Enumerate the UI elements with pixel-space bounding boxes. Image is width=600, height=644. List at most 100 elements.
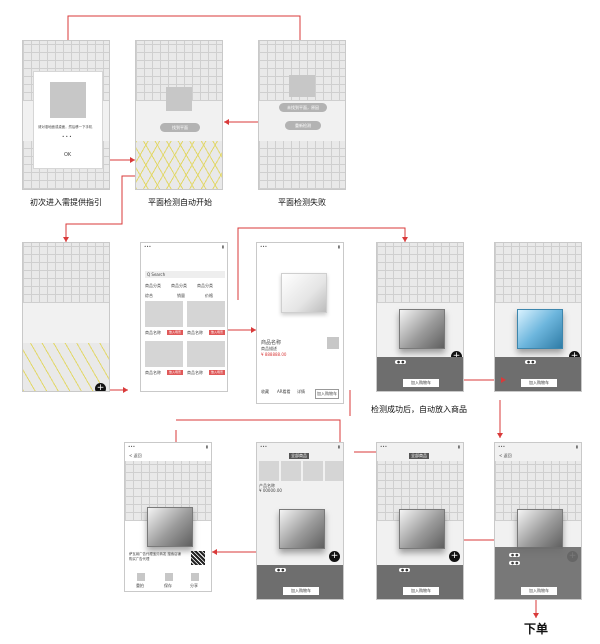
ar-toolbar: ● ● 加入购物车 [495,357,581,391]
phone-product-detail: •••▮ 商品名称 商品描述 ¥ 888888.00 收藏 AR看看 详情 加入… [256,242,344,404]
save-icon[interactable] [165,573,173,581]
find-plane-button[interactable]: 找到平面 [160,123,200,132]
add-button[interactable]: + [449,551,460,562]
toolbar-tab-active[interactable]: ● ● [509,553,521,557]
grid-bottom [23,343,109,391]
ok-button[interactable]: OK [64,152,72,158]
qr-code [191,551,205,565]
caption-detect-fail: 平面检测失败 [278,198,326,207]
tab-favorite[interactable]: 收藏 [261,389,269,394]
fail-image [289,75,315,97]
phone-ar-list-2: •••▮ 全部商品 + ● ● 加入购物车 [376,442,464,600]
share-text: 萨瓦纳广告代理宝贝转发 搜索店铺购买广告代理 [129,552,181,561]
product-name: 商品名称 [261,340,282,346]
detect-image [166,87,192,111]
product-card-3[interactable] [145,341,183,367]
arrow-row3-top [176,419,341,442]
ar-toolbar: ● ● 加入购物车 [377,565,463,599]
toolbar-tab-active[interactable]: ● ● [399,568,411,572]
status-bar: •••▮ [144,244,224,249]
add-button[interactable]: + [569,351,580,362]
share-icon[interactable] [191,573,199,581]
add-button[interactable]: + [329,551,340,562]
grid-top [377,461,463,521]
sort-general[interactable]: 综合 [145,293,153,298]
ar-product [517,509,563,549]
grid-top [377,243,463,303]
place-tag-1[interactable]: 放入场景 [167,330,184,335]
arrow-detect-to-row2 [65,175,135,242]
toolbar-tab-active-2[interactable]: ● ● [509,561,521,565]
arrowhead-share [212,549,217,555]
status-bar: •••▮ [380,444,460,449]
grid-bottom [136,141,222,189]
list-card-4[interactable] [325,461,343,481]
phone-ar-empty: •••▮ < 返回 + [22,242,110,392]
add-button[interactable]: + [451,351,462,362]
tab-ar[interactable]: AR看看 [277,389,291,394]
share-label: 分享 [190,583,198,588]
retry-button[interactable]: 重新检测 [285,121,321,130]
phone-detect-fail: •••▮ 未找到平面，原因 重新检测 [258,40,346,190]
toolbar-tab-active[interactable]: ● ● [525,360,537,364]
list-card-price: ¥ 00000.00 [259,488,282,493]
sort-sales[interactable]: 销量 [177,293,185,298]
list-card-3[interactable] [303,461,323,481]
ar-cart-button[interactable]: 加入购物车 [403,379,439,387]
share-product [147,507,193,547]
product-name-3: 商品名称 [145,370,161,375]
arrowhead-ar [402,237,408,242]
back-link[interactable]: < 返回 [499,453,512,458]
save-label: 保存 [164,583,172,588]
list-title: 全部商品 [409,453,429,459]
tab-detail[interactable]: 详情 [297,389,305,394]
list-card-1[interactable] [259,461,279,481]
place-tag-2[interactable]: 放入场景 [209,330,226,335]
category-3[interactable]: 商品分类 [197,283,213,288]
status-bar: •••▮ [498,444,578,449]
product-name-4: 商品名称 [187,370,203,375]
ar-cart-button[interactable]: 加入购物车 [403,587,439,595]
ar-product [399,309,445,349]
retake-icon[interactable] [137,573,145,581]
phone-product-list: •••▮ Q Search 商品分类 商品分类 商品分类 综合 销量 价格 商品… [140,242,228,392]
arrowhead-fail [224,119,229,125]
back-link[interactable]: < 返回 [129,453,142,458]
arrow-top-loop [67,15,301,40]
status-bar: •••▮ [260,444,340,449]
arrowhead-order [533,613,539,618]
sort-price[interactable]: 价格 [205,293,213,298]
place-tag-3[interactable]: 放入场景 [167,370,184,375]
toolbar-tab-active[interactable]: ● ● [275,568,287,572]
phone-ar-order: •••▮ < 返回 + ● ● ● ● 加入购物车 [494,442,582,600]
list-card-2[interactable] [281,461,301,481]
phone-ar-grey: •••▮ + ● ● 加入购物车 [376,242,464,392]
guide-dialog: 请对准地面或桌面，然后移一下手机 • • • OK [33,71,103,169]
product-price: ¥ 888888.00 [261,352,287,357]
add-product-button[interactable]: + [95,383,106,392]
grid-top [495,243,581,303]
arrowhead-list [123,387,128,393]
add-to-cart-button[interactable]: 加入购物车 [315,389,339,399]
phone-ar-list: •••▮ 全部商品 产品名称 ¥ 00000.00 + ● ● 加入购物车 [256,442,344,600]
search-input[interactable]: Q Search [145,271,225,278]
product-card-2[interactable] [187,301,225,327]
place-tag-4[interactable]: 放入场景 [209,370,226,375]
ar-cart-button[interactable]: 加入购物车 [521,587,557,595]
product-image [281,273,327,313]
grid-bottom [259,141,345,189]
list-card-label: 产品名称 [259,483,275,488]
ar-cart-button[interactable]: 加入购物车 [283,587,319,595]
product-card-4[interactable] [187,341,225,367]
category-2[interactable]: 商品分类 [171,283,187,288]
product-card-1[interactable] [145,301,183,327]
page-dots: • • • [62,134,72,139]
grid-top [23,243,109,303]
phone-first-entry: •••▮ 请对准地面或桌面，然后移一下手机 • • • OK [22,40,110,190]
arrowhead-detail [251,327,256,333]
toolbar-tab-active[interactable]: ● ● [395,360,407,364]
category-1[interactable]: 商品分类 [145,283,161,288]
grid-top [136,41,222,101]
fail-hint: 未找到平面，原因 [279,103,327,112]
ar-cart-button[interactable]: 加入购物车 [521,379,557,387]
